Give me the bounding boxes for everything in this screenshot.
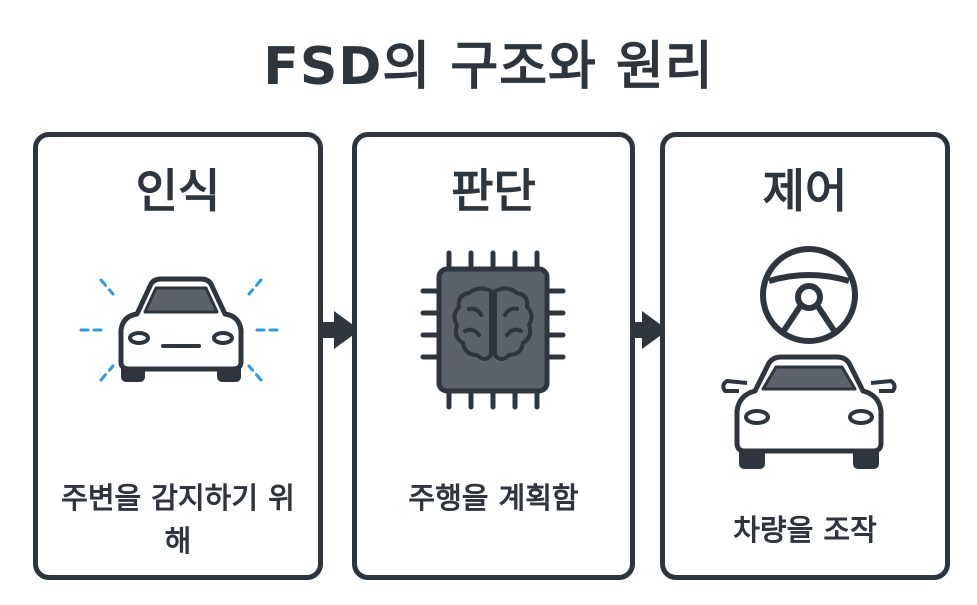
stage-card-perception: 인식 주변을 감지하기 위해 [33,132,323,580]
diagram-title: FSD의 구조와 원리 [263,37,714,97]
arrow-right-icon [630,311,668,349]
arrow-right-icon [322,311,360,349]
stage-desc-planning: 주행을 계획함 [408,481,579,515]
stage-desc-perception: 주변을 감지하기 위해 [61,481,295,558]
car-sensing-icon [79,276,283,382]
stage-title-planning: 판단 [451,164,536,218]
stage-title-perception: 인식 [135,164,221,218]
steering-wheel-car-icon [721,246,897,469]
stage-title-control: 제어 [762,164,848,218]
stage-card-planning: 판단 [352,132,635,580]
stage-card-control: 제어 차량을 조작 [660,132,950,580]
stage-desc-control: 차량을 조작 [733,513,877,547]
brain-chip-icon [420,250,566,410]
